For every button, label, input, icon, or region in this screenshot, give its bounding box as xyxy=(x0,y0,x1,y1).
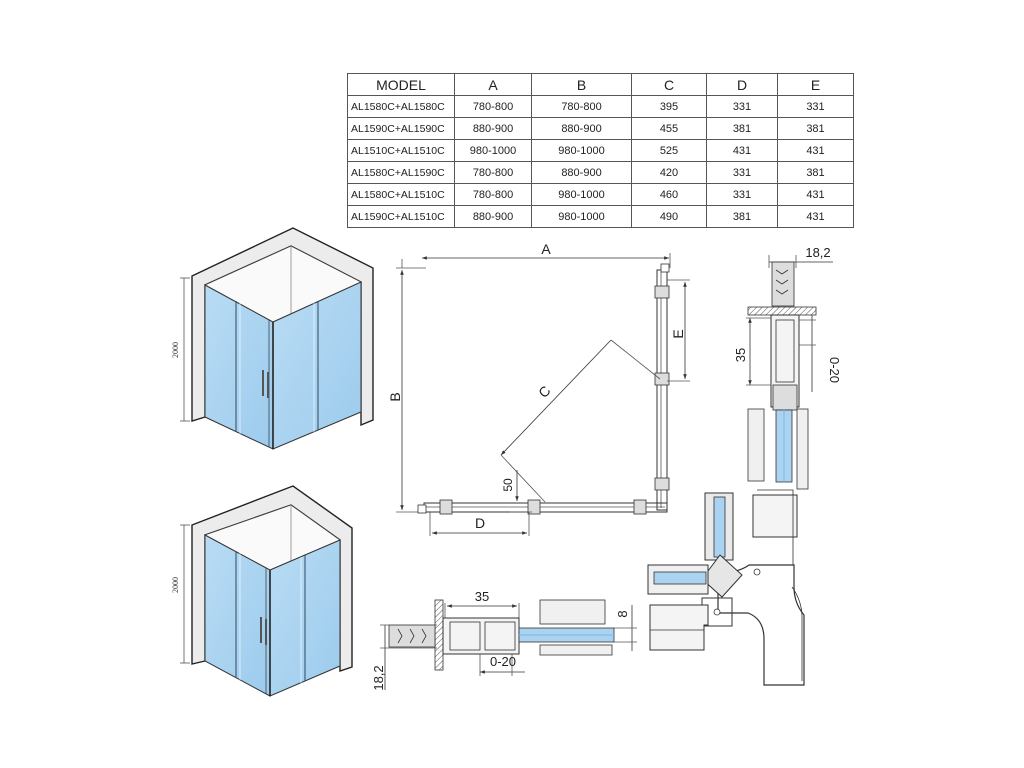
cell-d: 431 xyxy=(706,139,778,162)
dim-label-35-bottom: 35 xyxy=(475,589,489,604)
dim-label-d: D xyxy=(475,515,485,531)
dim-label-18-2-bottom: 18,2 xyxy=(371,665,386,690)
dim-label-0-20-bottom: 0-20 xyxy=(490,654,516,669)
dim-label-8: 8 xyxy=(615,610,630,617)
table-row: AL1590C+AL1510C 880-900 980-1000 490 381… xyxy=(347,205,854,228)
dim-label-e: E xyxy=(670,329,686,338)
handle-icon xyxy=(265,619,267,645)
height-label: 2000 xyxy=(171,577,180,593)
cell-model: AL1590C+AL1590C xyxy=(347,117,455,140)
dim-label-a: A xyxy=(541,241,551,257)
dim-label-0-20: 0-20 xyxy=(827,357,842,383)
handle-icon xyxy=(267,372,269,398)
iso-view-top: 2000 xyxy=(171,227,374,450)
plan-view: A B E C 50 D xyxy=(387,241,690,536)
cell-e: 381 xyxy=(777,117,854,140)
cell-a: 880-900 xyxy=(454,205,532,228)
detail-section-bottom: 35 18,2 0-20 8 xyxy=(371,589,637,691)
dim-label-c: C xyxy=(535,382,554,400)
handle-icon xyxy=(260,617,262,643)
dim-label-b: B xyxy=(387,392,403,401)
cell-c: 490 xyxy=(631,205,707,228)
dim-label-35: 35 xyxy=(733,348,748,362)
cell-c: 395 xyxy=(631,95,707,118)
dim-label-50: 50 xyxy=(501,478,515,492)
detail-corner xyxy=(647,489,805,686)
height-label: 2000 xyxy=(171,342,180,358)
detail-section-right: 18,2 35 0-20 xyxy=(733,245,842,490)
dimension-table: MODEL A B C D E AL1580C+AL1580C 780-800 … xyxy=(347,73,854,228)
table-header-row: MODEL A B C D E xyxy=(347,73,854,96)
iso-view-bottom: 2000 xyxy=(171,485,353,697)
handle-icon xyxy=(262,370,264,396)
cell-a: 880-900 xyxy=(454,117,532,140)
cell-e: 431 xyxy=(777,205,854,228)
table-row: AL1580C+AL1590C 780-800 880-900 420 331 … xyxy=(347,161,854,184)
cell-model: AL1590C+AL1510C xyxy=(347,205,455,228)
table-row: AL1510C+AL1510C 980-1000 980-1000 525 43… xyxy=(347,139,854,162)
cell-d: 381 xyxy=(706,205,778,228)
cell-b: 980-1000 xyxy=(531,205,632,228)
table-row: AL1580C+AL1580C 780-800 780-800 395 331 … xyxy=(347,95,854,118)
dim-label-18-2: 18,2 xyxy=(805,245,830,260)
table-row: AL1590C+AL1590C 880-900 880-900 455 381 … xyxy=(347,117,854,140)
cell-b: 880-900 xyxy=(531,161,632,184)
